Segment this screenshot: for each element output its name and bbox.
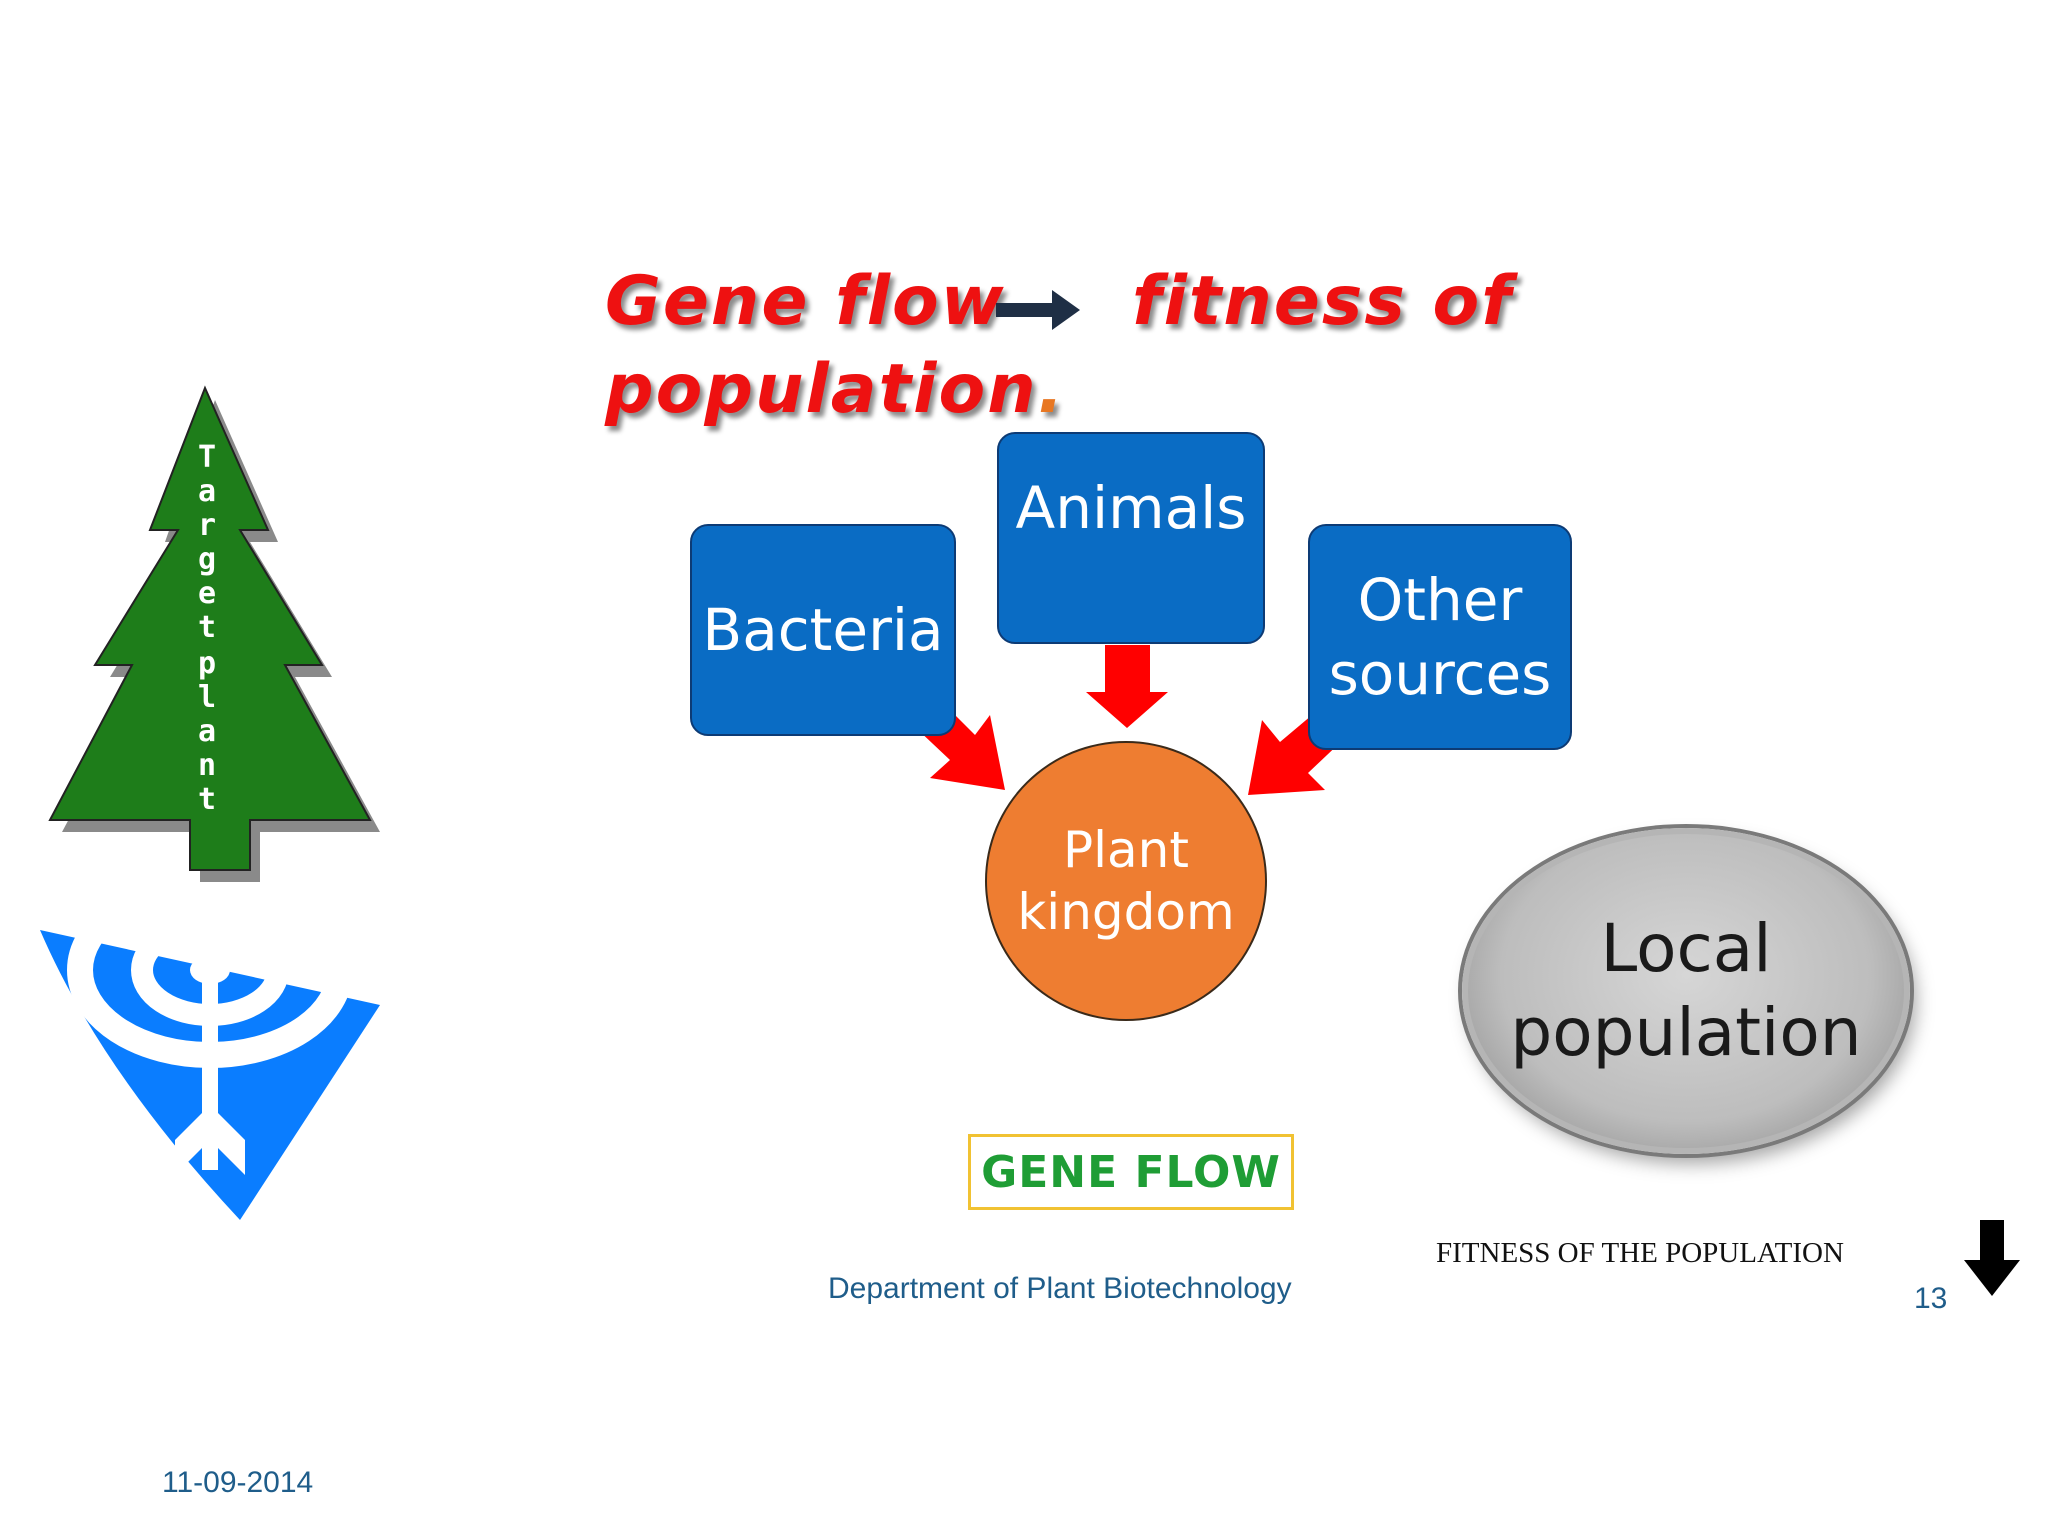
- slide-title-line1b: fitness of: [1132, 262, 1513, 341]
- page-number: 13: [1914, 1282, 1948, 1315]
- animals-label: Animals: [1015, 474, 1247, 542]
- slide-date: 11-09-2014: [162, 1466, 314, 1499]
- gene-flow-label: GENE FLOW: [968, 1134, 1294, 1210]
- title-gene-flow: Gene flow: [605, 262, 1006, 341]
- title-fitness-of: fitness of: [1132, 262, 1513, 341]
- target-shield-icon: [40, 900, 380, 1220]
- tree-letter: a: [197, 474, 217, 509]
- tree-letter: r: [197, 508, 217, 543]
- tree-letter: t: [197, 610, 217, 645]
- arrow-animals-icon: [1086, 645, 1168, 728]
- tree-letter: p: [197, 646, 217, 681]
- local-population-oval: Local population: [1462, 828, 1910, 1154]
- local-population-line2: population: [1510, 994, 1862, 1071]
- tree-text: T a r g e t p l a n t: [192, 440, 222, 820]
- other-label-line2: sources: [1328, 640, 1552, 708]
- title-dot: .: [1037, 350, 1066, 429]
- local-population-line1: Local: [1600, 910, 1772, 987]
- tree-letter: t: [197, 782, 217, 817]
- tree-letter: T: [197, 440, 217, 475]
- title-population: population: [605, 350, 1038, 429]
- tree-letter: g: [197, 542, 217, 577]
- fitness-of-population-label: FITNESS OF THE POPULATION: [1436, 1237, 1844, 1269]
- other-label-line1: Other: [1357, 566, 1523, 634]
- tree-letter: l: [197, 680, 217, 715]
- plant-kingdom-circle: Plant kingdom: [985, 741, 1267, 1021]
- bacteria-box: Bacteria: [690, 524, 956, 736]
- tree-letter: a: [197, 714, 217, 749]
- animals-box: Animals: [997, 432, 1265, 644]
- logo: T a r g e t p l a n t: [40, 380, 390, 1220]
- bacteria-label: Bacteria: [702, 596, 944, 664]
- slide-title-line1: Gene flow: [605, 262, 1006, 341]
- other-sources-box: Other sources: [1308, 524, 1572, 750]
- tree-letter: e: [197, 576, 217, 611]
- department-footer: Department of Plant Biotechnology: [828, 1272, 1292, 1305]
- tree-logo-icon: [48, 385, 380, 882]
- slide-title-line2: population.: [605, 350, 1065, 429]
- plant-kingdom-line1: Plant: [1063, 821, 1189, 879]
- tree-letter: n: [197, 748, 217, 783]
- right-arrow-icon: [996, 290, 1080, 330]
- gene-flow-text: GENE FLOW: [981, 1146, 1281, 1198]
- down-arrow-icon: [1964, 1220, 2020, 1296]
- plant-kingdom-line2: kingdom: [1017, 883, 1235, 941]
